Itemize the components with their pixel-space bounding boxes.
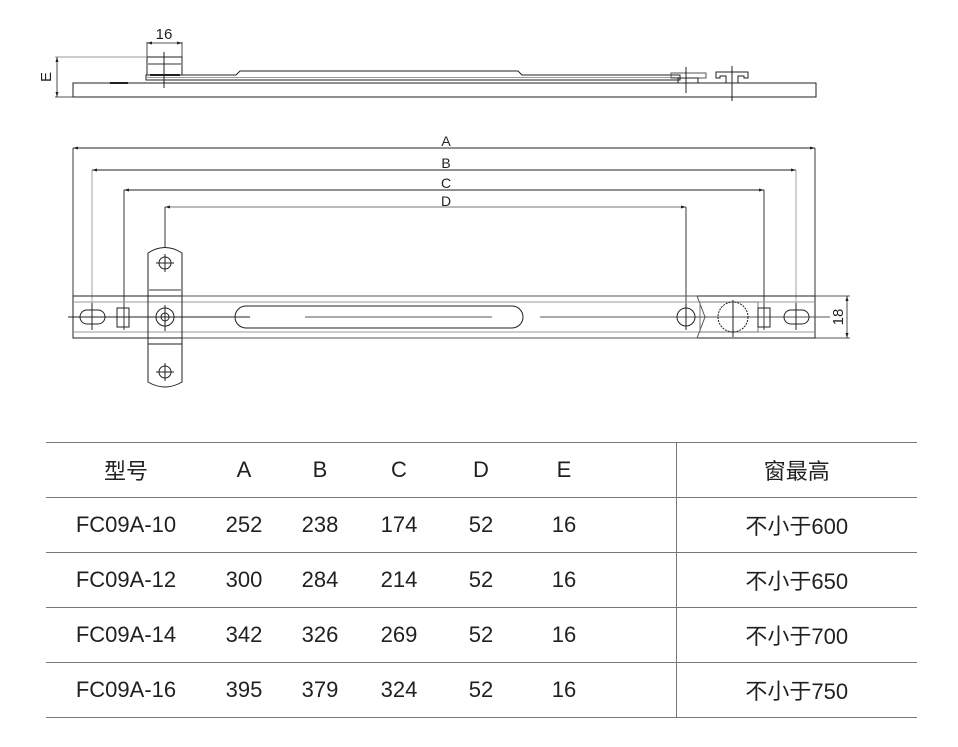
- side-keeper: [715, 71, 749, 84]
- cell-e: 16: [551, 512, 577, 537]
- cell-c: 214: [380, 567, 418, 592]
- cell-window-height: 不小于600: [675, 497, 917, 553]
- dim-c-label: C: [441, 175, 451, 191]
- cell-model: FC09A-14: [75, 622, 177, 647]
- side-view: [55, 41, 817, 101]
- technical-drawing: 16 E A B C D: [38, 26, 850, 388]
- dimension-lines: [72, 146, 816, 330]
- cell-window-height: 不小于700: [675, 607, 917, 663]
- dim-18-label: 18: [830, 309, 847, 326]
- cell-model: FC09A-16: [75, 677, 177, 702]
- spec-table: 型号 A B C D E 窗最高 FC09A-10 252 238 174 52…: [46, 442, 917, 718]
- cell-d: 52: [468, 512, 494, 537]
- header-b: B: [312, 457, 328, 482]
- dim-16-label: 16: [156, 26, 173, 43]
- cell-a: 252: [225, 512, 263, 537]
- cell-c: 174: [380, 512, 418, 537]
- cell-e: 16: [551, 622, 577, 647]
- cell-d: 52: [468, 567, 494, 592]
- dim-a-label: A: [441, 133, 451, 149]
- cell-model: FC09A-12: [75, 567, 177, 592]
- cell-a: 395: [225, 677, 263, 702]
- cell-e: 16: [551, 567, 577, 592]
- side-arm-strip: [145, 70, 681, 81]
- header-model: 型号: [103, 459, 148, 484]
- cell-window-height: 不小于750: [675, 662, 917, 718]
- cell-b: 284: [301, 567, 339, 592]
- pivot-bracket: [147, 247, 183, 388]
- cell-d: 52: [468, 677, 494, 702]
- cell-window-height: 不小于650: [675, 552, 917, 608]
- cell-a: 342: [225, 622, 263, 647]
- table-row: FC09A-16 395 379 324 52 16 不小于750: [46, 662, 917, 718]
- cell-d: 52: [468, 622, 494, 647]
- cell-b: 326: [301, 622, 339, 647]
- header-a: A: [236, 457, 252, 482]
- cell-a: 300: [225, 567, 263, 592]
- table-row: FC09A-12 300 284 214 52 16 不小于650: [46, 552, 917, 608]
- top-view: [68, 247, 850, 388]
- cell-b: 238: [301, 512, 339, 537]
- header-e: E: [556, 457, 572, 482]
- cell-e: 16: [551, 677, 577, 702]
- header-c: C: [391, 457, 407, 482]
- dim-d-label: D: [441, 193, 451, 209]
- header-d: D: [473, 457, 489, 482]
- header-window-height: 窗最高: [675, 442, 917, 498]
- side-base-plate: [72, 82, 817, 98]
- table-row: FC09A-14 342 326 269 52 16 不小于700: [46, 607, 917, 663]
- cell-model: FC09A-10: [75, 512, 177, 537]
- cell-c: 324: [380, 677, 418, 702]
- table-header-row: 型号 A B C D E 窗最高: [46, 442, 917, 498]
- dim-b-label: B: [441, 155, 450, 171]
- cell-c: 269: [380, 622, 418, 647]
- cell-b: 379: [301, 677, 339, 702]
- table-row: FC09A-10 252 238 174 52 16 不小于600: [46, 497, 917, 553]
- dim-e-label: E: [38, 72, 55, 82]
